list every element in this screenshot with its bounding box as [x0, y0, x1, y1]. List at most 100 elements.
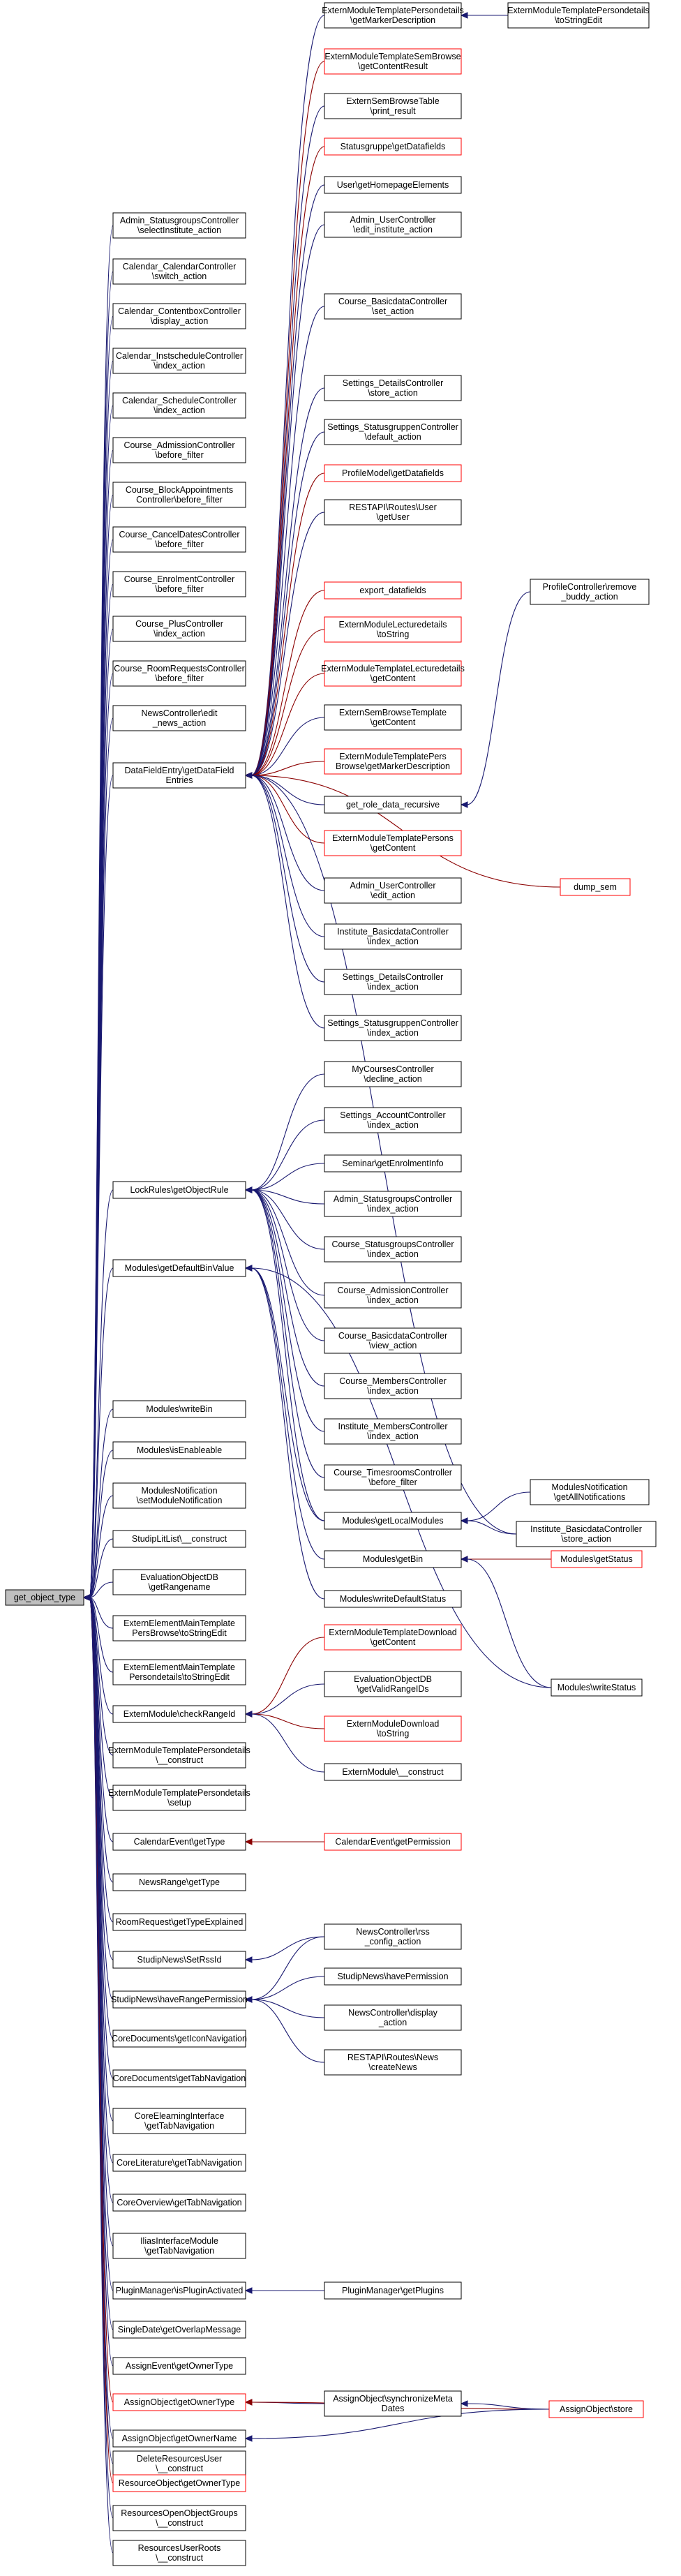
function-node-r_modwritestatus[interactable]: Modules\writeStatus [551, 1678, 643, 1697]
function-node-n_lockrules[interactable]: LockRules\getObjectRule [112, 1181, 246, 1199]
function-node-n_modnotif[interactable]: ModulesNotification\setModuleNotificatio… [112, 1482, 246, 1509]
function-node-m_extsemtmpl[interactable]: ExternSemBrowseTemplate\getContent [324, 704, 462, 731]
function-node-m_extlectcont[interactable]: ExternModuleTemplateLecturedetails\getCo… [321, 660, 465, 687]
function-node-n_resopen[interactable]: ResourcesOpenObjectGroups\__construct [112, 2505, 246, 2531]
function-node-m_cobasicview[interactable]: Course_BasicdataController\view_action [324, 1327, 462, 1354]
function-node-m_coadmidx[interactable]: Course_AdmissionController\index_action [324, 1282, 462, 1309]
function-node-m_extpdmarker[interactable]: ExternModuleTemplatePersondetails\getMar… [322, 2, 464, 29]
function-node-r_extpdtostr[interactable]: ExternModuleTemplatePersondetails\toStri… [507, 2, 650, 29]
function-node-n_assignobjtype[interactable]: AssignObject\getOwnerType [112, 2393, 246, 2411]
function-node-m_extdl[interactable]: ExternModuleDownload\toString [324, 1715, 462, 1742]
function-node-m_newsrss[interactable]: NewsController\rss_config_action [324, 1923, 462, 1950]
function-node-m_modwritedef[interactable]: Modules\writeDefaultStatus [324, 1590, 462, 1608]
function-node-n_assignobjname[interactable]: AssignObject\getOwnerName [112, 2429, 246, 2448]
function-node-n_newsedit[interactable]: NewsController\edit_news_action [112, 705, 246, 731]
function-node-m_costatidx[interactable]: Course_StatusgroupsController\index_acti… [324, 1236, 462, 1263]
function-node-n_extpdcons[interactable]: ExternModuleTemplatePersondetails\__cons… [108, 1742, 250, 1769]
function-node-m_instbasic[interactable]: Institute_BasicdataController\index_acti… [324, 923, 462, 950]
function-node-n_extcheck[interactable]: ExternModule\checkRangeId [112, 1705, 246, 1723]
function-node-n_admstat[interactable]: Admin_StatusgroupsController\selectInsti… [112, 212, 246, 239]
function-node-n_studiplit[interactable]: StudipLitList\__construct [112, 1530, 246, 1548]
function-node-m_evalvalid[interactable]: EvaluationObjectDB\getValidRangeIDs [324, 1671, 462, 1697]
function-node-n_modisen[interactable]: Modules\isEnableable [112, 1441, 246, 1459]
function-node-n_coreelearn[interactable]: CoreElearningInterface\getTabNavigation [112, 2108, 246, 2134]
function-node-m_extdlcontent[interactable]: ExternModuleTemplateDownload\getContent [324, 1624, 462, 1651]
function-node-n_calinst[interactable]: Calendar_InstscheduleController\index_ac… [112, 348, 246, 374]
function-node-n_roomreq[interactable]: RoomRequest\getTypeExplained [112, 1913, 246, 1931]
function-node-m_statusgrupper[interactable]: Statusgruppe\getDatafields [324, 137, 462, 156]
function-node-m_plugins[interactable]: PluginManager\getPlugins [324, 2281, 462, 2300]
function-node-n_coblock[interactable]: Course_BlockAppointmentsController\befor… [112, 482, 246, 508]
function-node-m_adminstatidx[interactable]: Admin_StatusgroupsController\index_actio… [324, 1191, 462, 1217]
function-node-r_profilectrl[interactable]: ProfileController\remove_buddy_action [530, 579, 650, 605]
function-node-m_extlect[interactable]: ExternModuleLecturedetails\toString [324, 616, 462, 643]
function-node-n_coroom[interactable]: Course_RoomRequestsController\before_fil… [112, 660, 246, 687]
function-node-m_modgetbin[interactable]: Modules\getBin [324, 1550, 462, 1568]
function-node-m_extpersons[interactable]: ExternModuleTemplatePersons\getContent [324, 830, 462, 856]
function-node-n_modwrite[interactable]: Modules\writeBin [112, 1400, 246, 1418]
function-node-n_caltype[interactable]: CalendarEvent\getType [112, 1833, 246, 1851]
function-node-m_newsdisplay[interactable]: NewsController\display_action [324, 2004, 462, 2031]
function-node-m_extperbrowse[interactable]: ExternModuleTemplatePersBrowse\getMarker… [324, 748, 462, 775]
function-node-n_calcont[interactable]: Calendar_ContentboxController\display_ac… [112, 303, 246, 329]
function-node-r_instbasicstore[interactable]: Institute_BasicdataController\store_acti… [516, 1521, 657, 1547]
function-node-m_mycourses[interactable]: MyCoursesController\decline_action [324, 1061, 462, 1087]
function-node-n_studipnewshave[interactable]: StudipNews\haveRangePermission [111, 1990, 248, 2009]
function-node-n_coenrol[interactable]: Course_EnrolmentController\before_filter [112, 571, 246, 597]
function-node-m_getrole[interactable]: get_role_data_recursive [324, 796, 462, 814]
function-node-m_extcons[interactable]: ExternModule\__construct [324, 1763, 462, 1781]
function-node-m_setdetidx[interactable]: Settings_DetailsController\index_action [324, 969, 462, 995]
function-node-m_instmembers[interactable]: Institute_MembersController\index_action [324, 1418, 462, 1445]
function-node-m_calperm[interactable]: CalendarEvent\getPermission [324, 1833, 462, 1851]
function-node-n_resuser[interactable]: ResourcesUserRoots\__construct [112, 2540, 246, 2566]
function-node-n_calsched[interactable]: Calendar_ScheduleController\index_action [112, 392, 246, 419]
function-node-n_coredoctab[interactable]: CoreDocuments\getTabNavigation [112, 2069, 246, 2087]
function-node-n_coredocicon[interactable]: CoreDocuments\getIconNavigation [112, 2030, 247, 2048]
function-node-n_ilias[interactable]: IliasInterfaceModule\getTabNavigation [112, 2233, 246, 2259]
function-node-m_cobasic[interactable]: Course_BasicdataController\set_action [324, 293, 462, 320]
function-node-n_extmainpers[interactable]: ExternElementMainTemplatePersBrowse\toSt… [112, 1615, 246, 1641]
function-node-r_assignstore[interactable]: AssignObject\store [548, 2400, 644, 2418]
function-node-m_studipnewsperm[interactable]: StudipNews\havePermission [324, 1967, 462, 1986]
function-node-n_coplus[interactable]: Course_PlusController\index_action [112, 616, 246, 642]
function-node-n_singledate[interactable]: SingleDate\getOverlapMessage [112, 2321, 246, 2339]
function-node-r_dumpsem[interactable]: dump_sem [560, 878, 631, 896]
function-node-m_seminar[interactable]: Seminar\getEnrolmentInfo [324, 1154, 462, 1172]
function-node-m_userhome[interactable]: User\getHomepageElements [324, 176, 462, 194]
function-node-r_modgetstatus[interactable]: Modules\getStatus [551, 1550, 643, 1568]
function-node-m_adminuser2[interactable]: Admin_UserController\edit_action [324, 877, 462, 904]
function-node-m_setaccount[interactable]: Settings_AccountController\index_action [324, 1107, 462, 1133]
function-node-n_extmaindet[interactable]: ExternElementMainTemplatePersondetails\t… [112, 1659, 246, 1685]
function-node-m_setdetails[interactable]: Settings_DetailsController\store_action [324, 375, 462, 401]
function-node-m_extsembrowse[interactable]: ExternModuleTemplateSemBrowse\getContent… [324, 48, 462, 75]
function-node-n_coreover[interactable]: CoreOverview\getTabNavigation [112, 2194, 246, 2212]
function-node-m_extsemtable[interactable]: ExternSemBrowseTable\print_result [324, 93, 462, 119]
function-node-n_coadm[interactable]: Course_AdmissionController\before_filter [112, 437, 246, 463]
function-node-n_cocancel[interactable]: Course_CancelDatesController\before_filt… [112, 526, 246, 553]
function-node-m_cotimes[interactable]: Course_TimesroomsController\before_filte… [324, 1464, 462, 1491]
function-node-n_evalobj[interactable]: EvaluationObjectDB\getRangename [112, 1569, 246, 1595]
root-node-get-object-type[interactable]: get_object_type [5, 1589, 84, 1606]
function-node-n_newsrange[interactable]: NewsRange\getType [112, 1873, 246, 1891]
function-node-m_comembers[interactable]: Course_MembersController\index_action [324, 1373, 462, 1399]
function-node-m_setstatus[interactable]: Settings_StatusgruppenController\default… [324, 419, 462, 445]
function-node-n_resobj[interactable]: ResourceObject\getOwnerType [112, 2474, 246, 2492]
function-node-r_modnotifall[interactable]: ModulesNotification\getAllNotifications [530, 1479, 650, 1505]
function-node-n_corelit[interactable]: CoreLiterature\getTabNavigation [112, 2154, 246, 2172]
function-node-n_studipnewsrss[interactable]: StudipNews\SetRssId [112, 1951, 246, 1969]
function-node-n_extpdsetup[interactable]: ExternModuleTemplatePersondetails\setup [108, 1785, 250, 1811]
function-node-m_modlocal[interactable]: Modules\getLocalModules [324, 1512, 462, 1530]
function-node-n_pluginact[interactable]: PluginManager\isPluginActivated [112, 2281, 246, 2300]
function-node-m_export[interactable]: export_datafields [324, 581, 462, 600]
function-node-m_restuser[interactable]: RESTAPI\Routes\User\getUser [324, 499, 462, 526]
function-node-m_setstatidx[interactable]: Settings_StatusgruppenController\index_a… [324, 1015, 462, 1041]
function-node-n_calcal[interactable]: Calendar_CalendarController\switch_actio… [112, 258, 246, 285]
function-node-n_moddef[interactable]: Modules\getDefaultBinValue [112, 1259, 246, 1277]
function-node-m_restnews[interactable]: RESTAPI\Routes\News\createNews [324, 2049, 462, 2076]
function-node-n_delres[interactable]: DeleteResourcesUser\__construct [112, 2450, 246, 2477]
function-node-n_assignevt[interactable]: AssignEvent\getOwnerType [112, 2357, 246, 2375]
function-node-m_adminuser1[interactable]: Admin_UserController\edit_institute_acti… [324, 211, 462, 238]
function-node-m_profilemodel[interactable]: ProfileModel\getDatafields [324, 464, 462, 482]
